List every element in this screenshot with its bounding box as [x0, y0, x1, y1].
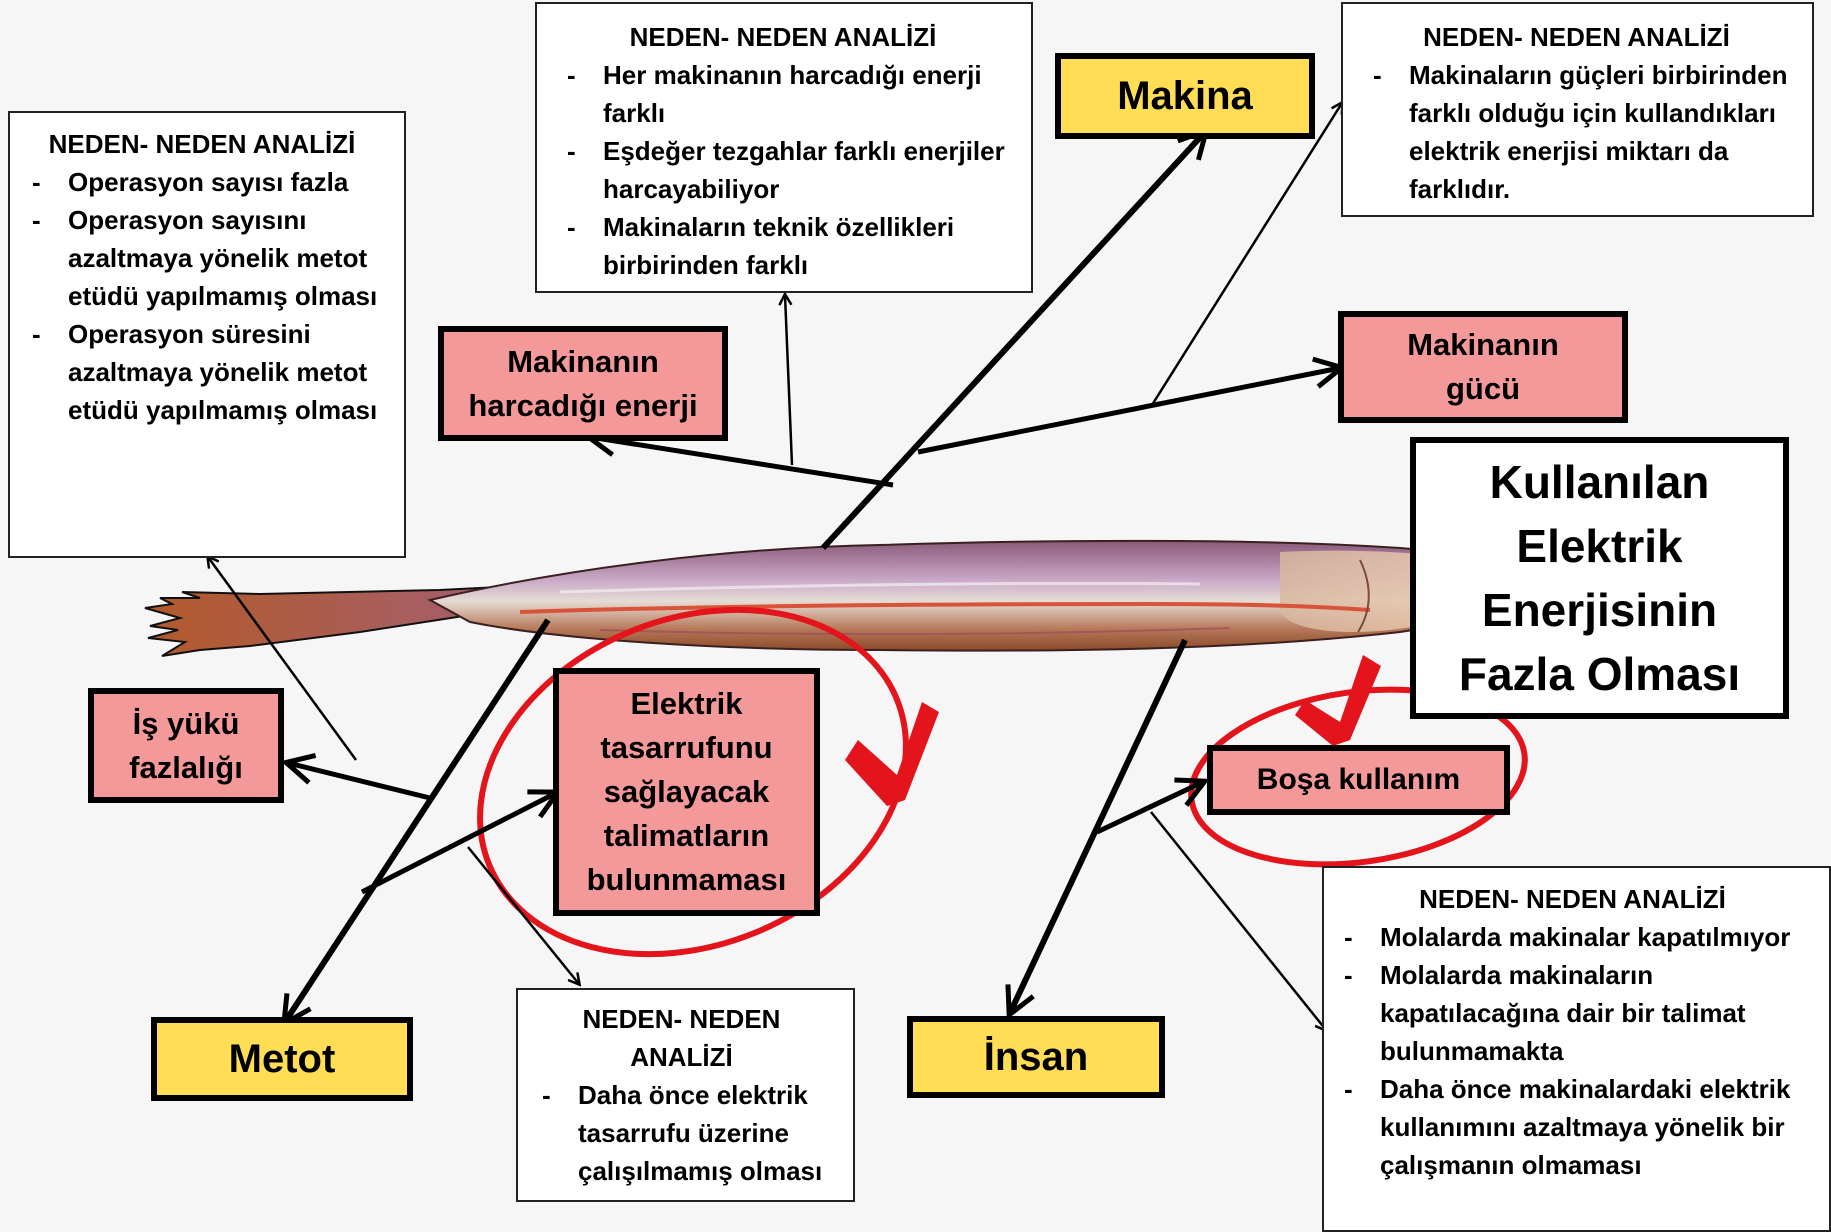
analysis-box-title: NEDEN- NEDEN ANALİZİ	[1353, 18, 1800, 56]
cause-makinanin-gucu: Makinanın gücü	[1338, 311, 1628, 423]
analysis-list: Operasyon sayısı fazla Operasyon sayısın…	[12, 163, 392, 429]
analysis-box-bottom-center: NEDEN- NEDEN ANALİZİ Daha önce elektrik …	[516, 988, 855, 1202]
arrow-analysis-bottom-right	[1151, 812, 1326, 1030]
analysis-list: Her makinanın harcadığı enerji farklı Eş…	[547, 56, 1019, 284]
analysis-box-title: NEDEN- NEDEN ANALİZİ	[12, 125, 392, 163]
category-makina: Makina	[1055, 53, 1315, 139]
category-metot: Metot	[151, 1017, 413, 1101]
cause-label: Makinanın harcadığı enerji	[452, 340, 714, 428]
cause-is-yuku-fazlaligi: İş yükü fazlalığı	[88, 688, 284, 803]
cause-label: Elektrik tasarrufunu sağlayacak talimatl…	[571, 682, 802, 902]
analysis-item: Operasyon sayısını azaltmaya yönelik met…	[12, 201, 392, 315]
analysis-item: Operasyon sayısı fazla	[12, 163, 392, 201]
analysis-item: Daha önce makinalardaki elektrik kullanı…	[1324, 1070, 1821, 1184]
analysis-item: Makinaların güçleri birbirinden farklı o…	[1353, 56, 1800, 208]
category-label: İnsan	[984, 1035, 1088, 1080]
arrow-makinanin-gucu	[918, 368, 1340, 452]
analysis-item: Molalarda makinaların kapatılacağına dai…	[1324, 956, 1821, 1070]
effect-box: Kullanılan Elektrik Enerjisinin Fazla Ol…	[1410, 437, 1789, 719]
analysis-list: Makinaların güçleri birbirinden farklı o…	[1353, 56, 1800, 208]
analysis-list: Daha önce elektrik tasarrufu üzerine çal…	[522, 1076, 841, 1190]
analysis-box-top-center: NEDEN- NEDEN ANALİZİ Her makinanın harca…	[535, 2, 1033, 293]
analysis-item: Molalarda makinalar kapatılmıyor	[1324, 918, 1821, 956]
arrow-analysis-top-right	[1152, 103, 1342, 405]
cause-label: Makinanın gücü	[1384, 323, 1582, 411]
analysis-item: Eşdeğer tezgahlar farklı enerjiler harca…	[547, 132, 1019, 208]
fish-illustration	[145, 541, 1562, 656]
analysis-box-title: NEDEN- NEDEN ANALİZİ	[1324, 880, 1821, 918]
check-mark-icon	[845, 702, 939, 806]
cause-talimat-bulunmamasi: Elektrik tasarrufunu sağlayacak talimatl…	[553, 668, 820, 916]
category-insan: İnsan	[907, 1016, 1165, 1098]
analysis-item: Makinaların teknik özellikleri birbirind…	[547, 208, 1019, 284]
analysis-box-top-right: NEDEN- NEDEN ANALİZİ Makinaların güçleri…	[1341, 2, 1814, 217]
analysis-box-title: NEDEN- NEDEN ANALİZİ	[522, 1000, 841, 1076]
arrow-makinanin-enerji	[590, 437, 893, 485]
analysis-box-title: NEDEN- NEDEN ANALİZİ	[547, 18, 1019, 56]
category-label: Metot	[229, 1037, 336, 1082]
bone-metot	[285, 620, 548, 1022]
cause-label: Boşa kullanım	[1257, 758, 1460, 802]
bone-insan	[1010, 640, 1185, 1013]
effect-title: Kullanılan Elektrik Enerjisinin Fazla Ol…	[1430, 450, 1769, 706]
analysis-item: Her makinanın harcadığı enerji farklı	[547, 56, 1019, 132]
arrow-talimat	[362, 793, 556, 892]
cause-label: İş yükü fazlalığı	[114, 702, 258, 790]
cause-bosa-kullanim: Boşa kullanım	[1207, 745, 1510, 815]
arrow-analysis-top-center	[785, 295, 792, 465]
analysis-item: Operasyon süresini azaltmaya yönelik met…	[12, 315, 392, 429]
analysis-list: Molalarda makinalar kapatılmıyor Molalar…	[1324, 918, 1821, 1184]
analysis-item: Daha önce elektrik tasarrufu üzerine çal…	[522, 1076, 841, 1190]
analysis-box-left: NEDEN- NEDEN ANALİZİ Operasyon sayısı fa…	[8, 111, 406, 558]
analysis-box-bottom-right: NEDEN- NEDEN ANALİZİ Molalarda makinalar…	[1322, 866, 1831, 1232]
category-label: Makina	[1117, 74, 1253, 119]
arrow-is-yuku	[288, 763, 430, 798]
cause-makinanin-harcadigi-enerji: Makinanın harcadığı enerji	[438, 326, 728, 441]
